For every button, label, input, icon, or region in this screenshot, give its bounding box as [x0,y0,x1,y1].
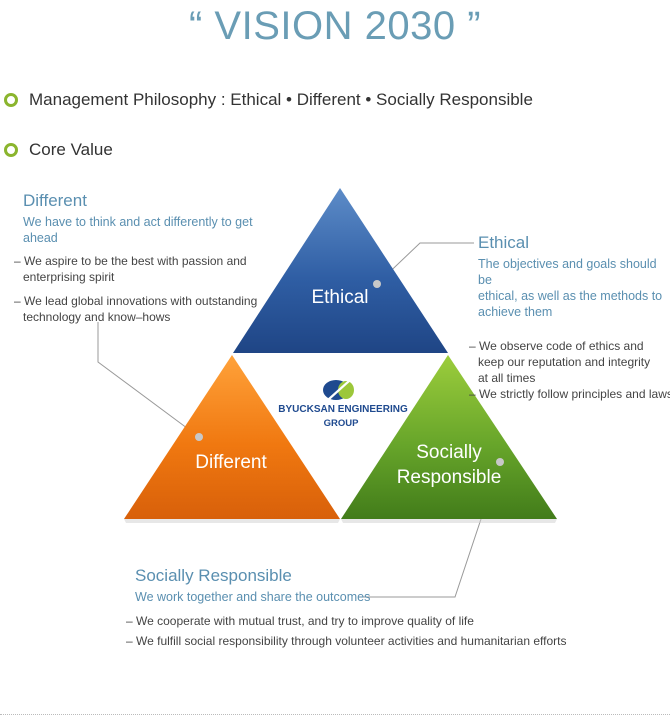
ethical-triangle-label: Ethical [311,287,368,308]
logo-name: BYUCKSAN ENGINEERING [278,404,408,415]
different-item-1-line2: enterprising spirit [23,270,115,284]
bottom-divider [0,714,670,715]
bullet-icon [4,143,18,157]
social-triangle-label-line2: Responsible [397,467,502,488]
ethical-item-1-line3: at all times [478,371,536,385]
ethical-subtitle-line2: ethical, as well as the methods to [478,289,663,303]
ethical-title: Ethical [478,233,530,252]
social-section: Socially Responsible We work together an… [126,566,655,649]
social-subtitle: We work together and share the outcomes [135,590,371,604]
page-title: “ VISION 2030 ” [188,4,482,48]
social-dot [496,458,504,466]
social-item-1: – We cooperate with mutual trust, and tr… [126,614,474,628]
social-triangle-label-line1: Socially [416,442,482,463]
different-dot [195,433,203,441]
ethical-section: Ethical The objectives and goals should … [469,233,670,402]
logo-green-shape [338,381,354,399]
different-subtitle: We have to think and act differently to … [23,215,253,245]
different-item-2-line1: – We lead global innovations with outsta… [14,294,258,308]
ethical-subtitle-line3: achieve them [478,305,553,319]
social-item-2: – We fulfill social responsibility throu… [126,634,567,648]
ethical-item-2: – We strictly follow principles and laws [469,387,670,401]
different-triangle [124,355,340,519]
different-triangle-label: Different [195,452,267,473]
philosophy-row: Management Philosophy : Ethical • Differ… [4,89,533,111]
ethical-item-1-line2: keep our reputation and integrity [478,355,651,369]
ethical-item-1-line1: – We observe code of ethics and [469,339,644,353]
philosophy-label: Management Philosophy : Ethical • Differ… [29,90,533,109]
different-item-1-line1: – We aspire to be the best with passion … [14,254,247,268]
ethical-triangle [233,188,448,353]
social-triangle [341,355,557,519]
bullet-icon [4,93,18,107]
different-section: Different We have to think and act diffe… [14,191,283,325]
logo-group: GROUP [324,418,360,429]
core-value-row: Core Value [4,139,113,161]
ethical-dot [373,280,381,288]
core-value-label: Core Value [29,140,113,159]
ethical-subtitle-line1: The objectives and goals should be [478,257,657,287]
different-connector [97,322,200,438]
company-logo: BYUCKSAN ENGINEERING GROUP [278,380,408,429]
social-title: Socially Responsible [135,566,292,585]
different-title: Different [23,191,87,210]
different-item-2-line2: technology and know–hows [23,310,171,324]
